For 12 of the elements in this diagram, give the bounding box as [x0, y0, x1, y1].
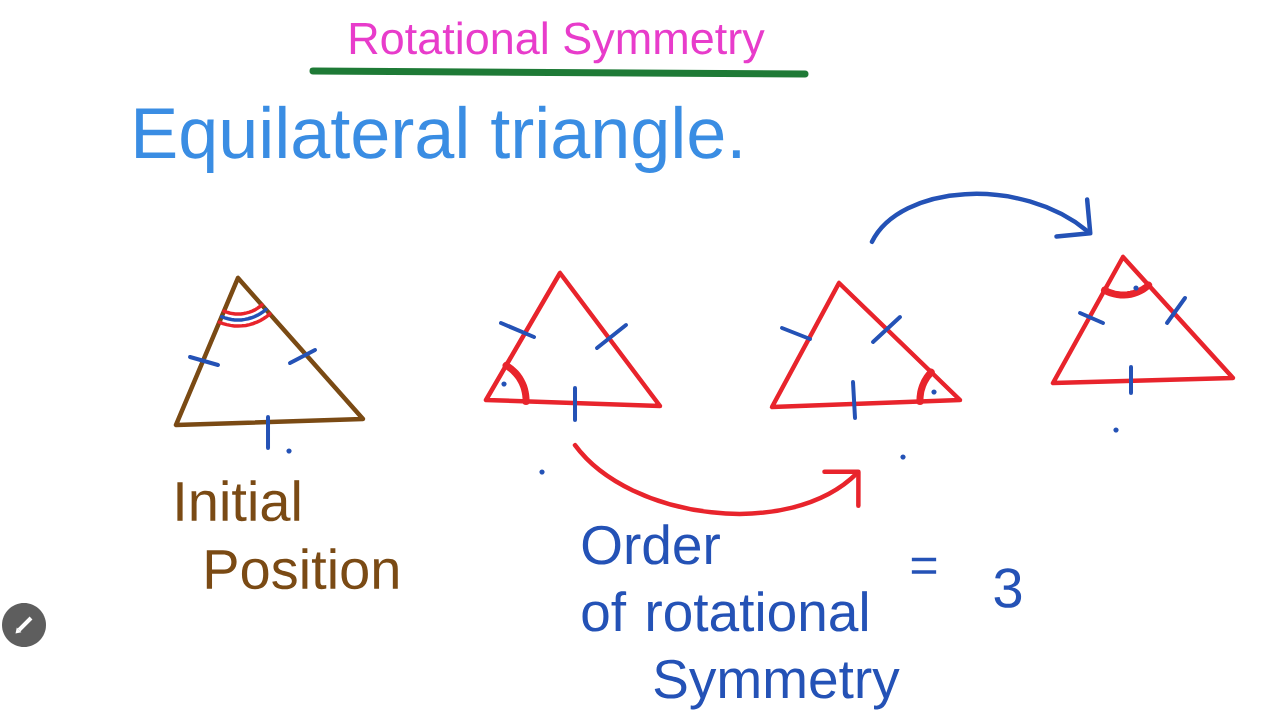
triangle: [1050, 254, 1236, 386]
subtitle: Equilateral triangle.: [136, 105, 740, 173]
triangle: [173, 275, 366, 428]
triangle: [769, 280, 963, 410]
statement-text: Order of rotational Symmetry: [582, 524, 900, 710]
answer-number: 3: [994, 568, 1022, 608]
triangle-caption: Initial Position: [177, 480, 398, 590]
title: Rotational Symmetry: [350, 21, 765, 64]
triangle: [483, 270, 663, 409]
equals-sign: =: [911, 557, 937, 574]
curved-arrow: [572, 442, 861, 517]
curved-arrow: [869, 191, 1093, 245]
